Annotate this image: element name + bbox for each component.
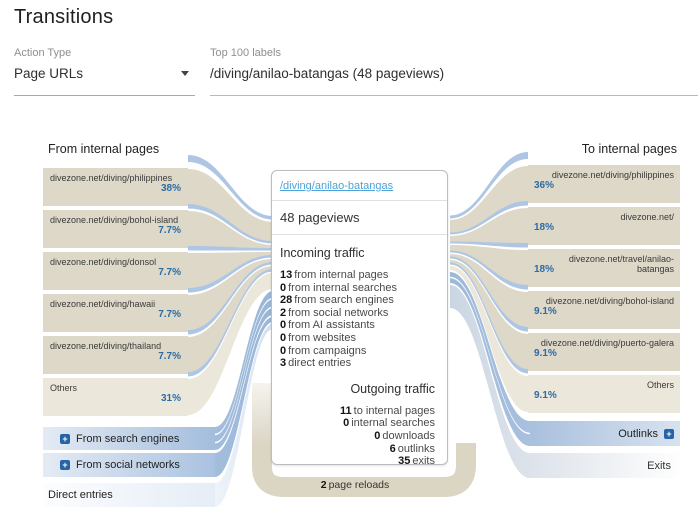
exits-band: Exits [530, 453, 680, 478]
incoming-traffic-title: Incoming traffic [280, 246, 365, 260]
top-labels-label: Top 100 labels [210, 47, 281, 59]
action-type-value: Page URLs [14, 66, 84, 81]
transition-percentage: 9.1% [534, 306, 557, 317]
top-labels-input[interactable]: /diving/anilao-batangas (48 pageviews) [210, 65, 698, 96]
to-page-box[interactable]: divezone.net/travel/anilao-batangas 18% [528, 249, 680, 287]
transition-percentage: 7.7% [158, 267, 181, 278]
to-page-box[interactable]: divezone.net/diving/philippines 36% [528, 165, 680, 203]
outgoing-traffic-title: Outgoing traffic [350, 381, 435, 396]
from-page-box[interactable]: divezone.net/diving/philippines 38% [43, 168, 188, 206]
from-page-box[interactable]: divezone.net/diving/thailand 7.7% [43, 336, 188, 374]
expand-icon[interactable]: + [664, 428, 674, 439]
to-page-box[interactable]: divezone.net/diving/puerto-galera 9.1% [528, 333, 680, 371]
pageviews-count: 48 pageviews [272, 201, 447, 235]
transition-percentage: 7.7% [158, 309, 181, 320]
transition-percentage: 31% [160, 393, 181, 404]
page-title: Transitions [14, 6, 114, 28]
transition-percentage: 38% [160, 183, 181, 194]
expand-icon[interactable]: + [60, 433, 70, 444]
action-type-select[interactable]: Page URLs [14, 65, 195, 96]
from-search-engines-band[interactable]: + From search engines [43, 427, 215, 450]
action-type-label: Action Type [14, 47, 72, 59]
to-others-box[interactable]: Others 9.1% [528, 375, 680, 413]
outlinks-band[interactable]: Outlinks + [530, 421, 680, 446]
transition-percentage: 7.7% [158, 351, 181, 362]
transition-percentage: 36% [534, 180, 555, 191]
current-page-link[interactable]: /diving/anilao-batangas [280, 180, 394, 192]
expand-icon[interactable]: + [60, 460, 70, 470]
transition-percentage: 18% [534, 264, 555, 275]
to-page-box[interactable]: divezone.net/diving/bohol-island 9.1% [528, 291, 680, 329]
dropdown-caret-icon [181, 71, 189, 76]
from-page-box[interactable]: divezone.net/diving/bohol-island 7.7% [43, 210, 188, 248]
from-social-networks-band[interactable]: + From social networks [43, 453, 215, 477]
to-internal-pages-header: To internal pages [581, 142, 677, 156]
from-others-box[interactable]: Others 31% [43, 378, 188, 416]
top-labels-value: /diving/anilao-batangas (48 pageviews) [210, 66, 445, 81]
transition-percentage: 7.7% [158, 225, 181, 236]
transition-percentage: 9.1% [534, 390, 557, 401]
from-internal-pages-header: From internal pages [48, 142, 160, 156]
transition-detail-card: /diving/anilao-batangas 48 pageviews Inc… [271, 170, 448, 467]
top-labels-field: Top 100 labels /diving/anilao-batangas (… [210, 46, 698, 96]
from-page-box[interactable]: divezone.net/diving/donsol 7.7% [43, 252, 188, 290]
card-header: /diving/anilao-batangas [272, 171, 447, 201]
direct-entries-band[interactable]: Direct entries [43, 483, 215, 507]
to-page-box[interactable]: divezone.net/ 18% [528, 207, 680, 245]
action-type-field: Action Type Page URLs [14, 46, 195, 96]
transition-percentage: 9.1% [534, 348, 557, 359]
transition-percentage: 18% [534, 222, 555, 233]
from-page-box[interactable]: divezone.net/diving/hawaii 7.7% [43, 294, 188, 332]
